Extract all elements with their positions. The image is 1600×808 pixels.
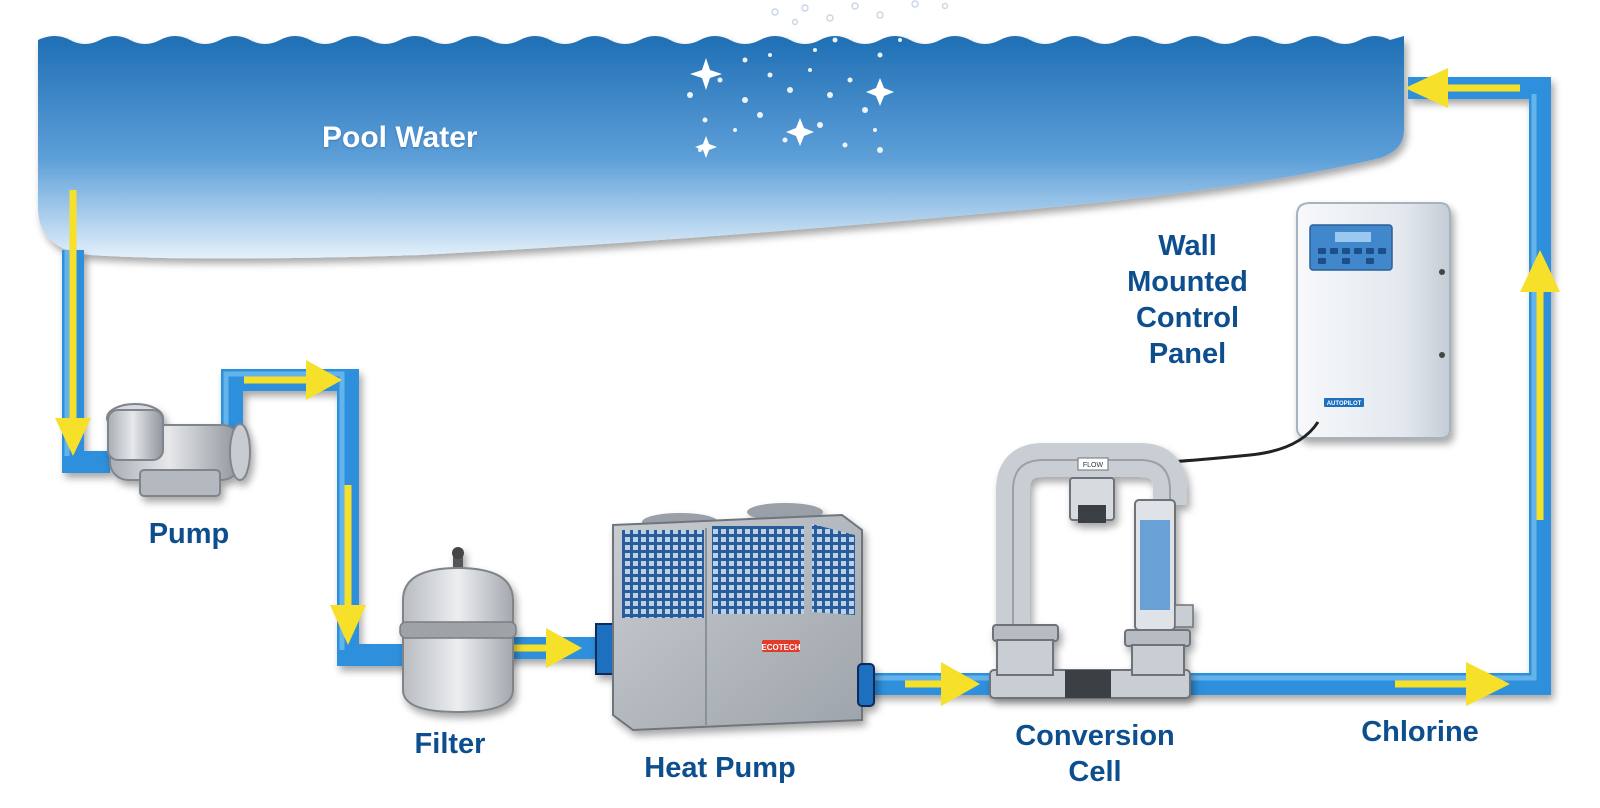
pipe-pump-to-filter <box>221 369 420 666</box>
heat-pump-label: Heat Pump <box>644 752 796 784</box>
autopilot-badge-text: AUTOPILOT <box>1327 401 1362 407</box>
pump-icon <box>106 403 251 497</box>
control-panel-label-line-4: Panel <box>1148 338 1227 370</box>
control-panel-label: Wall Mounted Control Panel <box>1115 228 1260 372</box>
pump-label: Pump <box>148 518 230 550</box>
arrow-up-return <box>1520 250 1560 520</box>
flow-arrows <box>55 68 1560 706</box>
control-panel-label-line-1: Wall <box>1158 230 1217 262</box>
flow-sensor-label: FLOW <box>1083 462 1104 469</box>
bubble-rings <box>771 0 949 26</box>
conversion-cell-label: Conversion Cell <box>1010 718 1180 790</box>
pool-water-body <box>38 36 1404 259</box>
ecotech-badge <box>762 640 800 652</box>
conversion-cell-icon: FLOW <box>989 443 1194 699</box>
control-cable <box>1167 421 1320 464</box>
conversion-cell-label-line-1: Conversion <box>1015 720 1175 752</box>
arrow-right-pump-outlet <box>244 360 342 400</box>
pool-water-label: Pool Water <box>322 121 478 154</box>
ecotech-badge-text: ECOTECH <box>761 643 800 652</box>
control-panel-icon: AUTOPILOT <box>1296 202 1451 439</box>
arrow-right-to-cell <box>905 662 980 706</box>
control-panel-label-line-3: Control <box>1135 302 1240 334</box>
heat-pump-icon: ECOTECH <box>595 503 875 732</box>
sparkle-icons <box>690 58 894 158</box>
arrow-down-to-filter <box>330 485 366 645</box>
filter-label: Filter <box>414 728 486 760</box>
arrow-right-to-heatpump <box>510 628 582 668</box>
conversion-cell-label-line-2: Cell <box>1068 756 1122 788</box>
filter-tank-icon <box>399 547 517 714</box>
chlorine-label: Chlorine <box>1361 716 1479 748</box>
arrow-down-pool-outlet <box>55 190 91 456</box>
arrow-left-pool-inlet <box>1405 68 1520 108</box>
arrow-right-chlorine <box>1395 662 1510 706</box>
control-panel-label-line-2: Mounted <box>1127 266 1248 298</box>
chlorine-bubbles <box>687 28 902 153</box>
